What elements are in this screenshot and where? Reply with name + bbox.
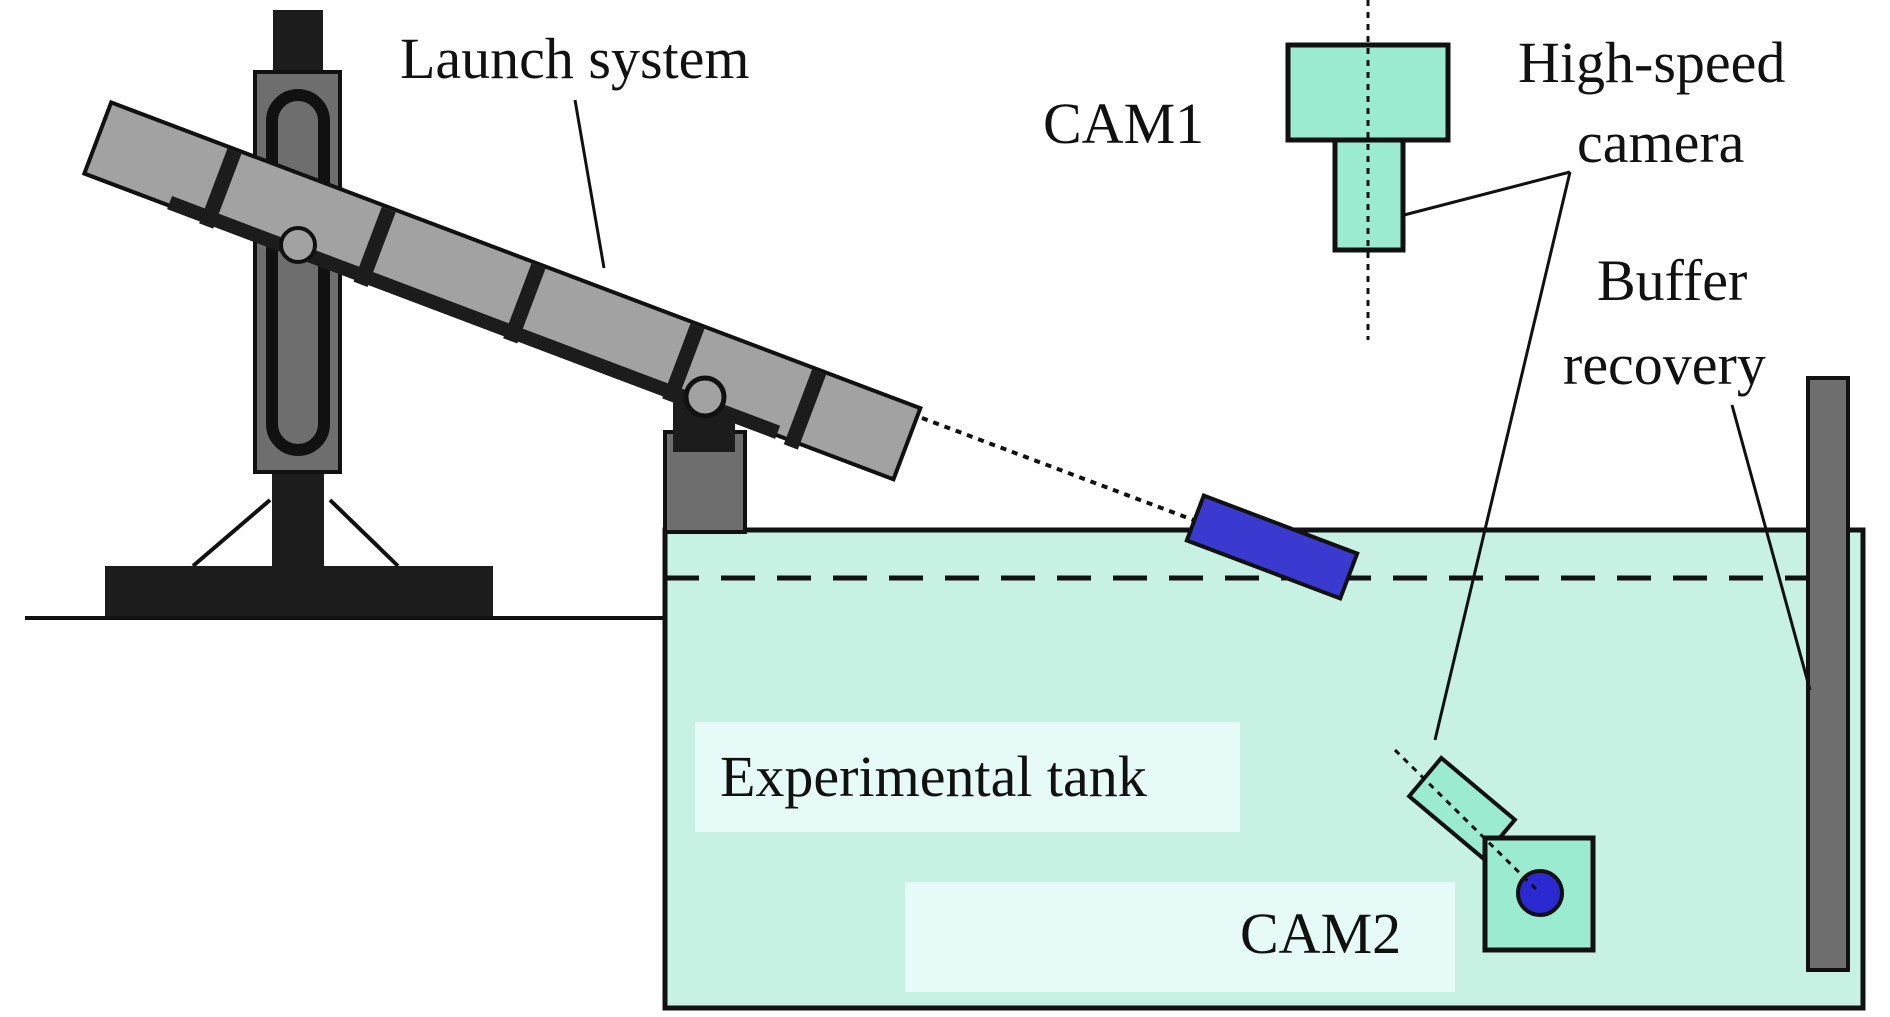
projectile — [1184, 492, 1360, 602]
buffer-label-line1: Buffer — [1597, 248, 1747, 313]
experimental-tank-label: Experimental tank — [720, 744, 1147, 809]
stand-pivot-joint — [279, 226, 317, 264]
stand-slot — [266, 89, 330, 456]
high-speed-leader-cam2 — [1433, 171, 1572, 741]
high-speed-leader-cam1 — [1403, 170, 1571, 217]
cam1-label: CAM1 — [1043, 91, 1204, 156]
tube-clamp-4 — [662, 323, 705, 404]
tube-clamp-3 — [503, 263, 546, 344]
stand-brace-left — [191, 498, 272, 568]
cam2-lens-eye — [1516, 869, 1564, 917]
stand-base — [105, 566, 493, 616]
buffer-label-line2: recovery — [1563, 332, 1766, 397]
launcher-pivot-joint — [683, 375, 727, 419]
cam2-label-box — [905, 882, 1455, 992]
tank-label-box — [695, 722, 1240, 832]
tube-clamp-5 — [783, 369, 827, 450]
launch-tube-group — [81, 99, 923, 482]
cam2-axis-line — [1393, 748, 1542, 895]
tube-clamp-1 — [199, 148, 242, 229]
stand-brace-right — [328, 498, 400, 568]
launch-tube-rail — [167, 196, 781, 439]
high-speed-label-line2: camera — [1577, 110, 1744, 175]
high-speed-label-line1: High-speed — [1518, 30, 1785, 95]
projectile-group — [1184, 492, 1360, 602]
buffer-recovery-plate — [1806, 376, 1850, 972]
buffer-recovery-leader — [1730, 404, 1812, 691]
cam2-label: CAM2 — [1240, 901, 1401, 966]
stand-post-top — [273, 10, 323, 78]
launch-system-label: Launch system — [400, 26, 750, 91]
trajectory-line — [921, 416, 1221, 532]
stand-post-lower — [272, 470, 324, 568]
launch-system-leader — [573, 99, 606, 269]
tube-clamp-2 — [353, 206, 396, 287]
